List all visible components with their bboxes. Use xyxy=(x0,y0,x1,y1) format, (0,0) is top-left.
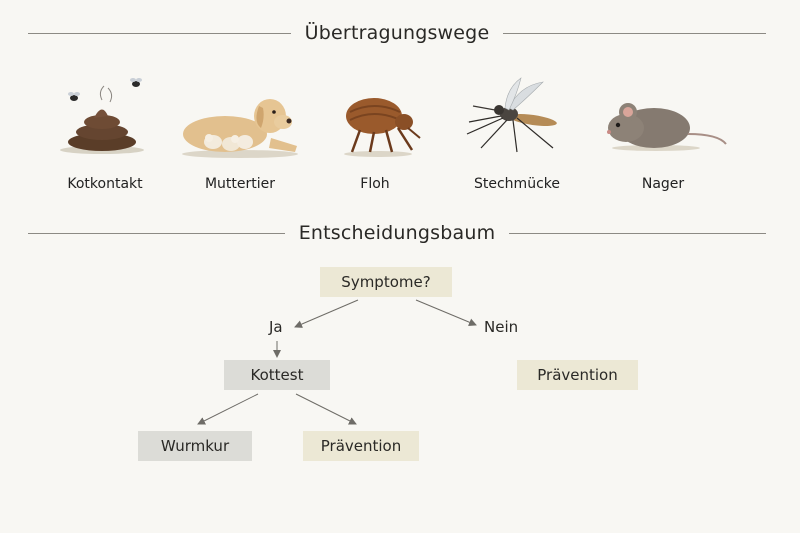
mother-dog-with-puppies-icon xyxy=(182,99,298,158)
section-title-transmission: Übertragungswege xyxy=(304,22,490,44)
transmission-label-mosquito: Stechmücke xyxy=(474,176,560,192)
transmission-label-feces: Kotkontakt xyxy=(67,176,143,192)
transmission-label-rodent: Nager xyxy=(641,176,685,192)
arrow-root-to-yes xyxy=(294,299,359,328)
divider-left xyxy=(28,232,285,234)
divider-right xyxy=(509,232,766,234)
arrow-kottest-to-wurmkur xyxy=(197,393,259,425)
tree-node-prevention-no: Prävention xyxy=(517,360,638,390)
transmission-item-rodent: Nager xyxy=(598,72,728,192)
mosquito-icon xyxy=(466,77,557,153)
decision-tree-section-header: Entscheidungsbaum xyxy=(0,222,800,244)
tree-node-symptoms: Symptome? xyxy=(320,267,452,297)
arrow-kottest-to-praevention xyxy=(295,393,357,425)
transmission-item-mosquito: Stechmücke xyxy=(452,72,582,192)
section-title-decision-tree: Entscheidungsbaum xyxy=(298,222,496,244)
transmission-label-flea: Floh xyxy=(360,176,390,192)
feces-with-flies-icon xyxy=(60,78,144,154)
tree-edge-label-no: Nein xyxy=(484,318,519,336)
tree-edge-label-yes: Ja xyxy=(269,318,283,336)
transmission-item-flea: Floh xyxy=(310,72,440,192)
transmission-section-header: Übertragungswege xyxy=(0,22,800,44)
divider-left xyxy=(28,32,291,34)
tree-node-kottest: Kottest xyxy=(224,360,330,390)
mouse-icon xyxy=(607,103,727,151)
divider-right xyxy=(503,32,766,34)
arrow-root-to-no xyxy=(415,299,477,326)
transmission-item-mother: Muttertier xyxy=(175,72,305,192)
transmission-item-feces: Kotkontakt xyxy=(40,72,170,192)
tree-node-prevention-yes: Prävention xyxy=(303,431,419,461)
transmission-label-mother: Muttertier xyxy=(204,176,276,192)
tree-node-deworming: Wurmkur xyxy=(138,431,252,461)
flea-icon xyxy=(344,98,421,157)
